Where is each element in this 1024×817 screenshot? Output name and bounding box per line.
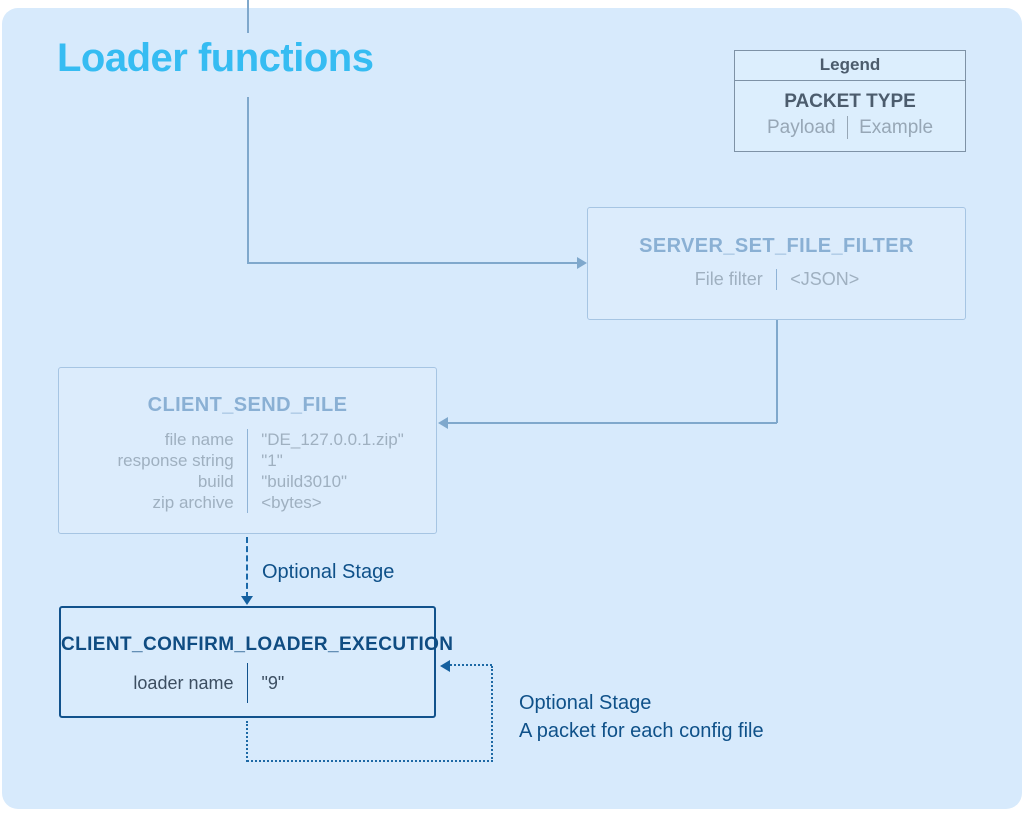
- connector-loop-top-horizontal: [450, 664, 492, 666]
- connector-loop-left-vertical: [246, 721, 248, 762]
- legend-body: PACKET TYPE Payload Example: [735, 81, 965, 151]
- field-value: "1": [261, 451, 283, 470]
- field-label: loader name: [133, 673, 234, 693]
- packet-server-set-file-filter: SERVER_SET_FILE_FILTER File filter <JSON…: [587, 207, 966, 320]
- field-label: response string: [117, 451, 234, 470]
- packet-title: CLIENT_CONFIRM_LOADER_EXECUTION: [61, 634, 454, 655]
- connector-server-horizontal: [447, 422, 777, 424]
- connector-server-vertical: [776, 320, 778, 423]
- field-label: File filter: [694, 269, 763, 289]
- connector-loop-bottom-horizontal: [247, 760, 493, 762]
- field-label: zip archive: [152, 493, 234, 512]
- packet-title: CLIENT_SEND_FILE: [147, 394, 348, 416]
- connector-top-vertical-lower: [247, 97, 249, 263]
- packet-fields: File filter <JSON>: [588, 269, 965, 290]
- legend-payload-example-row: Payload Example: [741, 116, 959, 139]
- field-value: <bytes>: [261, 493, 322, 512]
- packet-client-send-file: CLIENT_SEND_FILE file name response stri…: [58, 367, 437, 534]
- packet-title: SERVER_SET_FILE_FILTER: [639, 235, 914, 257]
- legend-header: Legend: [735, 51, 965, 81]
- arrowhead-down-icon: [241, 596, 253, 605]
- legend-box: Legend PACKET TYPE Payload Example: [734, 50, 966, 152]
- arrowhead-right-icon: [577, 257, 587, 269]
- fields-divider-line: [246, 663, 249, 703]
- annotation-optional-stage-repeat: Optional Stage A packet for each config …: [519, 689, 764, 745]
- arrowhead-left-icon: [440, 660, 450, 672]
- connector-top-vertical-upper: [247, 0, 249, 33]
- connector-optional-dashed-vertical: [246, 537, 248, 598]
- legend-payload-label: Payload: [766, 116, 836, 138]
- field-value: "DE_127.0.0.1.zip": [261, 430, 404, 449]
- field-label: build: [197, 472, 234, 491]
- page-title: Loader functions: [57, 36, 374, 80]
- field-value: "9": [261, 673, 285, 693]
- legend-example-label: Example: [859, 116, 934, 138]
- packet-fields: loader name "9": [61, 663, 434, 703]
- field-label: file name: [164, 430, 234, 449]
- field-value: "build3010": [261, 472, 348, 491]
- annotation-optional-stage: Optional Stage: [262, 561, 395, 583]
- fields-divider-line: [775, 269, 778, 290]
- connector-top-horizontal: [247, 262, 578, 264]
- annotation-line-2: A packet for each config file: [519, 720, 764, 742]
- legend-packet-type-label: PACKET TYPE: [784, 91, 916, 112]
- arrowhead-left-icon: [438, 417, 448, 429]
- fields-divider-line: [246, 429, 249, 513]
- connector-loop-right-vertical: [491, 666, 493, 762]
- packet-fields: file name response string build zip arch…: [59, 429, 436, 513]
- legend-divider-line: [846, 116, 849, 139]
- packet-client-confirm-loader-execution: CLIENT_CONFIRM_LOADER_EXECUTION loader n…: [59, 606, 454, 718]
- field-value: <JSON>: [790, 269, 860, 289]
- annotation-line-1: Optional Stage: [519, 692, 652, 714]
